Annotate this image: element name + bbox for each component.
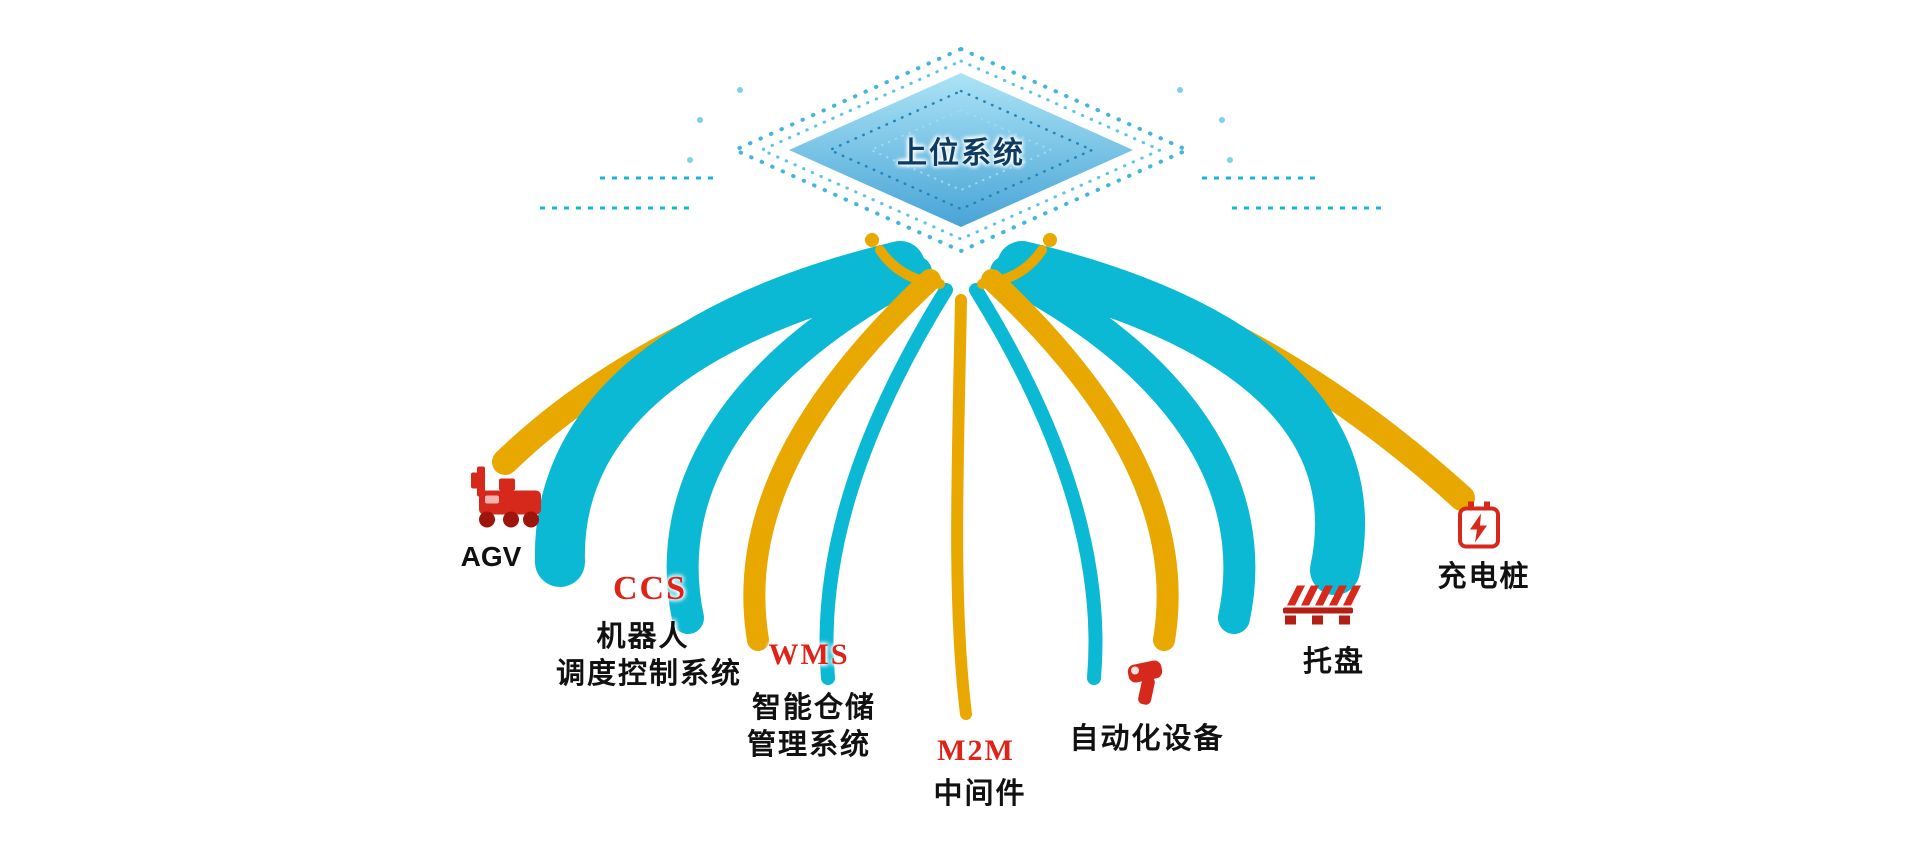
wms-line2: 管理系统 <box>746 729 872 761</box>
ccs-line1: 机器人 <box>596 621 690 653</box>
pallet-icon <box>1281 584 1361 635</box>
hub-label: 上位系统 <box>897 137 1025 170</box>
agv-label: AGV <box>460 541 522 572</box>
gold-accents <box>865 233 1057 289</box>
charger-icon <box>1456 501 1502 556</box>
middleware-line1: 中间件 <box>933 778 1027 810</box>
scanner-icon <box>1122 659 1170 714</box>
wms-line1: 智能仓储 <box>751 692 877 724</box>
middleware-abbr: M2M <box>937 734 1015 767</box>
charger-label: 充电桩 <box>1437 561 1531 593</box>
center-ribbon <box>951 294 972 720</box>
hub-cloud-shape <box>687 46 1233 254</box>
dashed-connectors <box>540 176 1382 210</box>
ccs-abbr: CCS <box>612 570 688 607</box>
automation-label: 自动化设备 <box>1069 723 1225 755</box>
left-ribbons <box>492 241 953 685</box>
pallet-label: 托盘 <box>1302 646 1366 678</box>
right-ribbons <box>969 241 1475 685</box>
ccs-line2: 调度控制系统 <box>555 658 743 690</box>
wms-abbr: WMS <box>768 638 850 671</box>
agv-icon <box>469 465 547 536</box>
